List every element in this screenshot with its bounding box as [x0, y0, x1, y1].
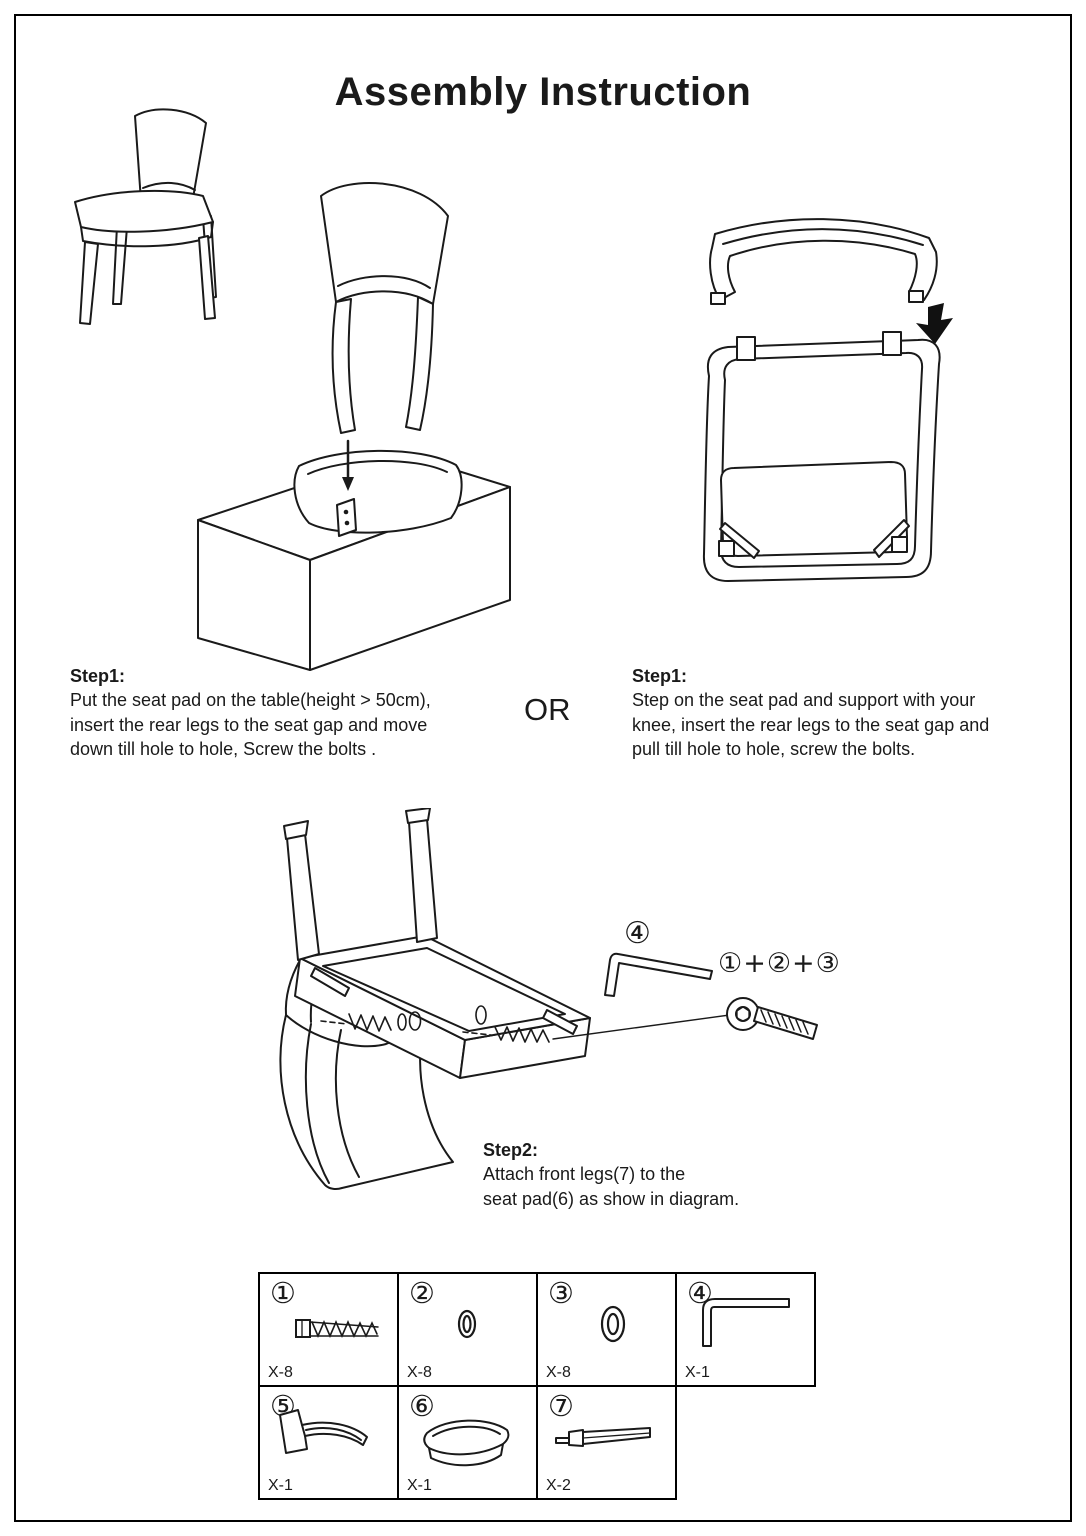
parts-table-row-1: ① X-8 ②	[258, 1272, 816, 1387]
seat-pad-inside-drawing	[718, 461, 910, 559]
step2-text: Step2: Attach front legs(7) to the seat …	[483, 1140, 740, 1209]
backrest-on-ground-drawing	[279, 1014, 454, 1190]
seat-bolt-left-drawing	[320, 1011, 422, 1032]
bolt-part-drawing	[295, 1319, 379, 1339]
front-legs-attachment-diagram	[279, 808, 818, 1190]
allen-key-part-drawing	[702, 1298, 790, 1347]
step1-left-text: Step1: Put the seat pad on the table(hei…	[70, 666, 431, 760]
seat-pad-part-drawing	[423, 1419, 510, 1467]
page-title: Assembly Instruction	[334, 70, 752, 114]
part-cell-front-leg: ⑦ X-2	[536, 1385, 677, 1500]
part-cell-bolt: ① X-8	[258, 1272, 399, 1387]
part-number: ③	[548, 1276, 574, 1310]
allen-key-callout: ④	[624, 916, 651, 951]
front-leg-part-drawing	[555, 1427, 651, 1447]
insert-down-arrow-icon	[342, 439, 354, 491]
allen-key-drawing	[604, 952, 713, 997]
part-cell-backrest: ⑤ X-1	[258, 1385, 399, 1500]
page-border	[14, 14, 1072, 1522]
bolt-leader-line	[552, 1013, 738, 1040]
part-number: ⑥	[409, 1389, 435, 1423]
parts-table: ① X-8 ②	[258, 1272, 816, 1500]
part-quantity: X-8	[268, 1364, 293, 1381]
step1-right-heading: Step1:	[632, 666, 688, 686]
part-number: ⑦	[548, 1389, 574, 1423]
part-quantity: X-2	[546, 1477, 571, 1494]
spring-washer-part-drawing	[457, 1309, 477, 1339]
part-cell-flat-washer: ③ X-8	[536, 1272, 677, 1387]
part-number: ①	[270, 1276, 296, 1310]
backrest-part-drawing	[279, 1409, 368, 1454]
parts-table-row-2: ⑤ X-1 ⑥	[258, 1385, 816, 1500]
part-quantity: X-1	[268, 1477, 293, 1494]
part-quantity: X-1	[407, 1477, 432, 1494]
part-cell-seat-pad: ⑥ X-1	[397, 1385, 538, 1500]
seat-frame-underside-drawing	[294, 935, 591, 1079]
bolt-assembly-drawing	[726, 997, 818, 1040]
part-quantity: X-1	[685, 1364, 710, 1381]
part-number: ②	[409, 1276, 435, 1310]
or-label: OR	[524, 692, 571, 727]
down-arrow-icon	[916, 303, 953, 344]
seat-frame-drawing	[702, 331, 941, 582]
crest-rail-drawing	[709, 218, 938, 305]
seat-pad-drawing	[293, 449, 463, 537]
front-legs-drawing	[283, 808, 438, 961]
step1-left-heading: Step1:	[70, 666, 126, 686]
seat-bolt-right-drawing	[462, 1005, 550, 1043]
flat-washer-part-drawing	[600, 1305, 626, 1343]
knee-method-diagram	[702, 218, 953, 582]
part-quantity: X-8	[407, 1364, 432, 1381]
part-quantity: X-8	[546, 1364, 571, 1381]
part-cell-allen-key: ④ X-1	[675, 1272, 816, 1387]
bolt-assembly-callout: ①+②+③	[718, 948, 841, 979]
assembled-chair-diagram	[74, 108, 217, 325]
step2-heading: Step2:	[483, 1140, 539, 1160]
table-method-diagram	[197, 182, 511, 671]
part-cell-spring-washer: ② X-8	[397, 1272, 538, 1387]
chair-back-drawing	[320, 182, 449, 434]
step1-right-text: Step1: Step on the seat pad and support …	[632, 666, 990, 760]
